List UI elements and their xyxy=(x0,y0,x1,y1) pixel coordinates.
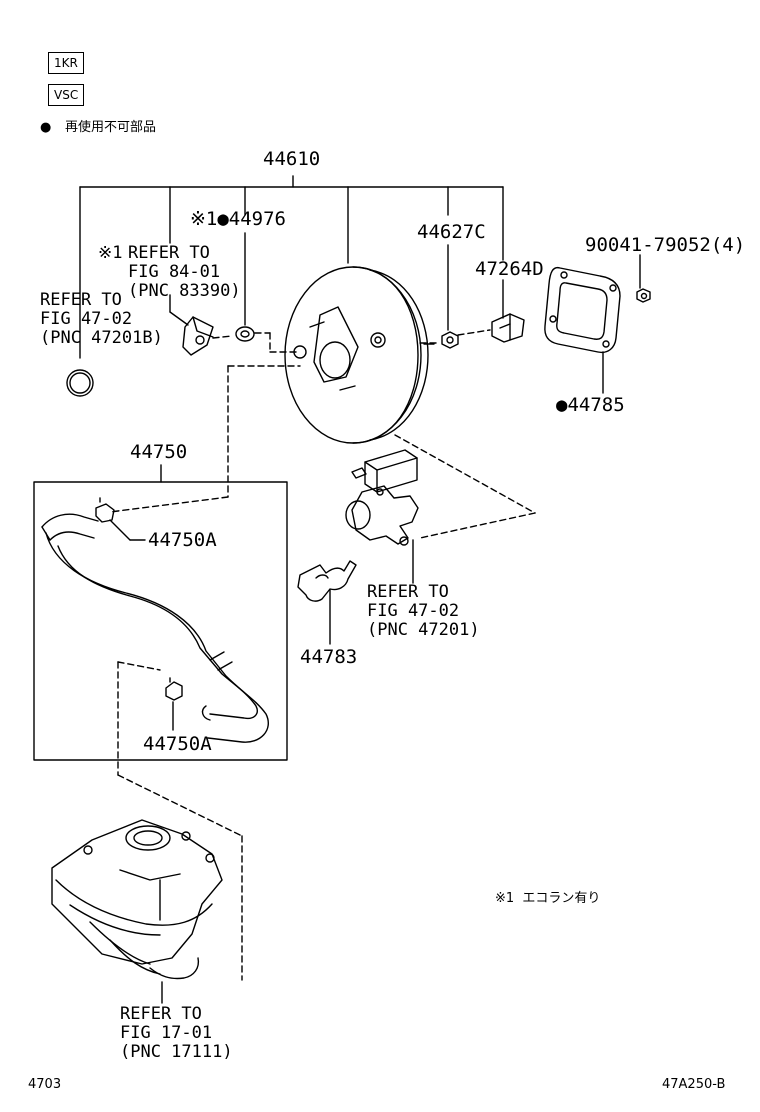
hose-kit-box xyxy=(33,481,288,761)
ref-fig47-line3: (PNC 47201) xyxy=(367,620,480,640)
ref-fig84-line2: FIG 84-01 xyxy=(128,262,221,282)
part-44785: ●44785 xyxy=(556,394,625,416)
code-tag-1kr: 1KR xyxy=(48,52,84,74)
code-tag-vsc: VSC xyxy=(48,84,85,106)
part-44976: ※1●44976 xyxy=(190,208,286,230)
ref-fig84-line3: (PNC 83390) xyxy=(128,281,241,301)
part-90041: 90041-79052(4) xyxy=(585,234,746,256)
vacuum-hose-icon xyxy=(41,513,269,743)
ref-fig47b-line3: (PNC 47201B) xyxy=(40,328,163,348)
part-44750a-upper: 44750A xyxy=(148,529,217,551)
ref-fig17-line2: FIG 17-01 xyxy=(120,1023,213,1043)
ref-fig47-line2: FIG 47-02 xyxy=(367,601,460,621)
gasket-icon xyxy=(544,266,621,354)
part-44750: 44750 xyxy=(130,441,188,463)
ref-fig84-line1: REFER TO xyxy=(128,243,210,263)
hose-clamp-icon xyxy=(95,497,183,701)
part-44610: 44610 xyxy=(263,148,321,170)
bracket-44610 xyxy=(79,175,504,359)
ref-fig17-line3: (PNC 17111) xyxy=(120,1042,233,1062)
hex-nut-icon xyxy=(636,288,651,303)
brake-booster-icon xyxy=(284,266,435,444)
footnote-eco-run: ※1 エコラン有り xyxy=(495,891,601,906)
ref-fig17-line1: REFER TO xyxy=(120,1004,202,1024)
nut-icon xyxy=(441,331,459,349)
footer-page-code: 4703 xyxy=(28,1077,62,1092)
o-ring-icon xyxy=(66,369,94,397)
legend-bullet: ● xyxy=(40,120,52,135)
footer-figure-id: 47A250-B xyxy=(662,1077,726,1092)
ref-fig47-line1: REFER TO xyxy=(367,582,449,602)
ref-fig47b-line2: FIG 47-02 xyxy=(40,309,133,329)
dashed-lines xyxy=(109,329,536,981)
leader-lines xyxy=(109,232,641,1004)
part-44783: 44783 xyxy=(300,646,358,668)
master-cylinder-icon xyxy=(345,449,419,546)
ref-fig47b-line1: REFER TO xyxy=(40,290,122,310)
legend-text: 再使用不可部品 xyxy=(65,120,157,135)
clip-bracket-icon xyxy=(491,313,525,343)
intake-manifold-icon xyxy=(51,819,223,980)
hose-clip-icon xyxy=(297,560,357,602)
check-valve-icon xyxy=(182,316,214,356)
part-44627c: 44627C xyxy=(417,221,486,243)
part-44750a-lower: 44750A xyxy=(143,733,212,755)
ref-fig84-mark: ※1 xyxy=(98,243,123,263)
part-47264d: 47264D xyxy=(475,258,544,280)
grommet-icon xyxy=(235,326,255,342)
